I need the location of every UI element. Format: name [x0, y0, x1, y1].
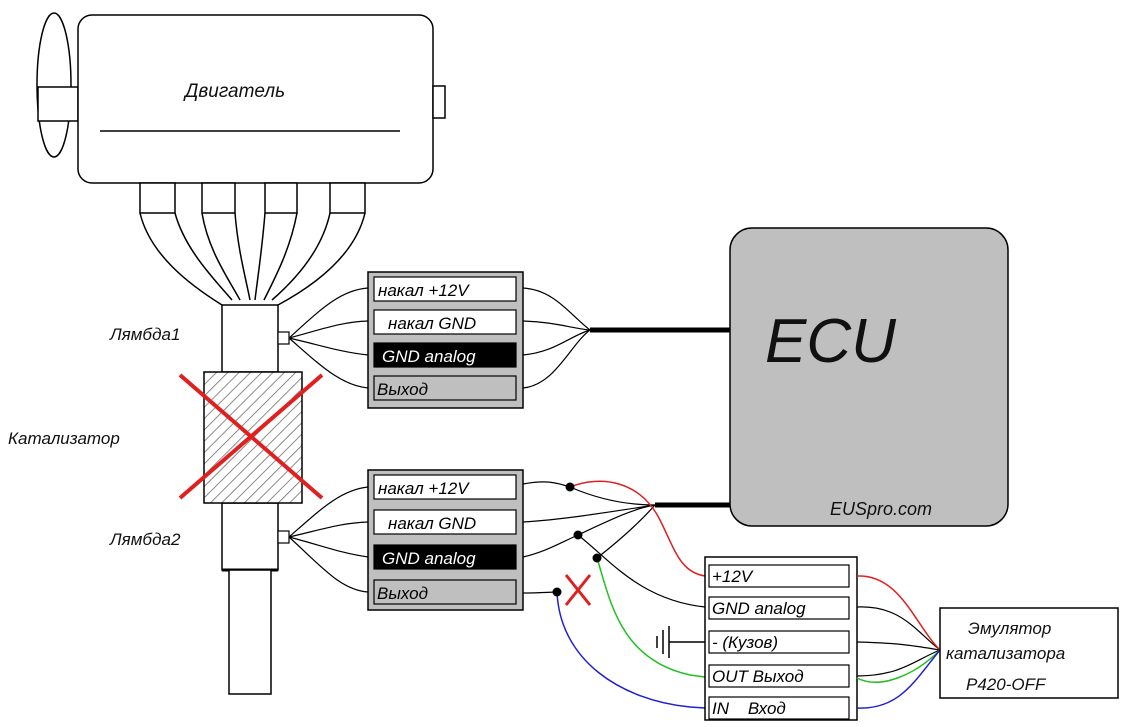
catalyst-label: Катализатор — [8, 429, 120, 448]
catalyst-cross — [178, 373, 324, 500]
fan-hub — [37, 86, 79, 122]
lambda1-pin-box — [373, 375, 517, 401]
lambda1-probe — [277, 331, 290, 345]
lambda2-pin-output: Выход — [377, 584, 428, 603]
junction-dot — [592, 553, 602, 563]
lambda1-wires-in — [288, 287, 369, 389]
lambda2-pin-box — [373, 509, 517, 535]
emulator-pin-gnd-analog: GND analog — [712, 599, 806, 618]
emulator-module: Эмулятор катализатора P420-OFF — [939, 607, 1119, 699]
lambda1-wires-out — [522, 287, 591, 389]
lambda2-pin-box — [373, 544, 517, 570]
junction-dot — [573, 530, 583, 540]
engine-label: Двигатель — [183, 81, 285, 102]
lambda2-wires-in — [288, 486, 369, 593]
lambda1-pin-gnd-analog: GND analog — [382, 347, 476, 366]
lambda2-pin-heater-12v: накал +12V — [378, 479, 470, 498]
emulator-title-line1: Эмулятор — [968, 619, 1051, 638]
exhaust-manifold — [139, 182, 366, 306]
lambda1-pin-box — [373, 309, 517, 335]
ecu-label: ECU — [765, 307, 897, 376]
emulator-pin-box — [708, 664, 850, 688]
emulator-model: P420-OFF — [966, 675, 1047, 694]
lambda2-label: Лямбда2 — [109, 530, 181, 549]
emulator-module-box — [939, 607, 1119, 699]
engine: Двигатель — [36, 12, 446, 184]
module-wire-green — [856, 649, 941, 683]
emulator-pin-box — [708, 696, 850, 720]
lambda1-sensor: Лямбда1 накал +12V накал GND GND analog … — [109, 271, 730, 409]
wire-red-12v — [569, 480, 706, 577]
catalyst: Катализатор — [8, 371, 324, 504]
ecu: ECU EUSpro.com — [729, 227, 1009, 527]
chassis-ground-icon — [656, 626, 705, 658]
fan-blades-icon — [36, 12, 72, 158]
module-wire-blue — [856, 649, 941, 709]
emulator-pin-out: OUT Выход — [712, 667, 804, 686]
wire-blue-in — [556, 591, 706, 709]
wire-green-out — [596, 557, 706, 678]
emulator-black-wires — [577, 504, 706, 608]
exhaust-pipe — [221, 304, 279, 695]
lambda2-pin-heater-gnd: накал GND — [388, 514, 476, 533]
lambda1-label: Лямбда1 — [109, 325, 180, 344]
ecu-brand: EUSpro.com — [830, 499, 932, 519]
ecu-box — [729, 227, 1009, 527]
emulator-pin-box — [708, 630, 850, 654]
lambda2-pin-box — [373, 579, 517, 605]
lambda2-pin-gnd-analog: GND analog — [382, 549, 476, 568]
lambda2-pin-box — [373, 474, 517, 500]
lambda2-sensor: Лямбда2 накал +12V накал GND GND analog … — [109, 469, 524, 611]
junction-dot — [565, 482, 575, 492]
emulator-pin-chassis: - (Кузов) — [712, 633, 778, 652]
engine-pulley — [432, 85, 446, 119]
emulator-title-line2: катализатора — [946, 644, 1065, 663]
emulator-pin-in: IN Вход — [712, 699, 786, 718]
lambda1-pin-box — [373, 276, 517, 302]
lambda1-pin-box — [373, 342, 517, 368]
junction-dots — [552, 482, 602, 597]
emulator-pin-12v: +12V — [712, 567, 754, 586]
junction-dot — [552, 587, 562, 597]
lambda1-pin-heater-12v: накал +12V — [378, 281, 470, 300]
emulator-module-wires — [856, 606, 941, 677]
emulator-connector: +12V GND analog - (Кузов) OUT Выход IN В… — [704, 556, 858, 721]
lambda2-probe — [277, 530, 290, 544]
emulator-pin-box — [708, 596, 850, 620]
lambda1-pin-output: Выход — [377, 380, 428, 399]
wire-cut-cross — [564, 574, 592, 606]
module-wire-red — [856, 575, 941, 651]
lambda1-pin-heater-gnd: накал GND — [388, 314, 476, 333]
emulator-pin-box — [708, 564, 850, 588]
